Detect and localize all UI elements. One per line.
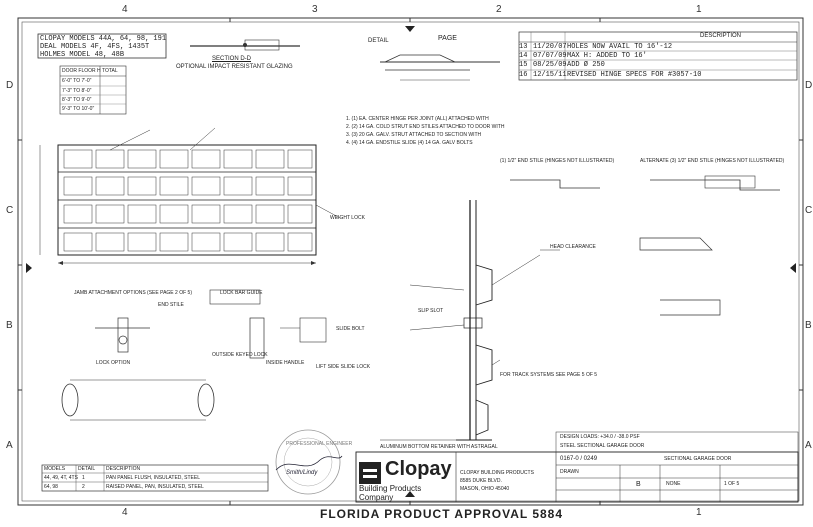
revision-number: 13	[519, 43, 528, 51]
revision-row: 13 11/20/07 HOLES NOW AVAIL TO 16'-12	[519, 43, 672, 51]
zone-label-right-b: B	[805, 320, 812, 331]
page-label: PAGE	[438, 35, 457, 42]
address-line: 8585 DUKE BLVD.	[460, 478, 502, 484]
callout-bottom-astragal: ALUMINUM BOTTOM RETAINER WITH ASTRAGAL	[380, 444, 498, 450]
door-table-row: 6'-0" TO 7'-0"	[62, 78, 92, 84]
drawing-title: SECTIONAL GARAGE DOOR	[664, 456, 732, 462]
note: 3. (3) 20 GA. GALV. STRUT ATTACHED TO SE…	[346, 132, 482, 138]
detail-label: DETAIL	[368, 38, 389, 44]
left-table-cell: PAN PANEL FLUSH, INSULATED, STEEL	[106, 475, 201, 481]
company-subtitle-2: Company	[359, 493, 394, 502]
footer-approval: FLORIDA PRODUCT APPROVAL 5884	[320, 507, 564, 521]
callout-track-note: FOR TRACK SYSTEMS SEE PAGE 5 OF 5	[500, 372, 598, 378]
revision-desc: HOLES NOW AVAIL TO 16'-12	[567, 43, 673, 51]
drawn-by: DRAWN	[560, 469, 579, 475]
callout-slide-lock: LIFT SIDE SLIDE LOCK	[316, 364, 371, 370]
zone-label-top-1: 1	[696, 4, 702, 15]
door-table-row: 8'-3" TO 9'-0"	[62, 97, 92, 103]
revision-date: 11/20/07	[533, 43, 567, 51]
left-table-cell: 44, 49, 4T, 4TS	[44, 475, 78, 481]
callout-end-stile: END STILE	[158, 302, 184, 308]
zone-label-right-d: D	[805, 80, 813, 91]
callout-inside-handle: INSIDE HANDLE	[266, 360, 305, 366]
left-table-header: DESCRIPTION	[106, 466, 141, 472]
zone-label-top-3: 3	[312, 4, 318, 15]
revision-desc: MAX H: ADDED TO 16'	[567, 52, 647, 60]
revision-number: 15	[519, 61, 528, 69]
revision-header: DESCRIPTION	[700, 33, 742, 39]
revision-desc: REVISED HINGE SPECS FOR #3057-10	[567, 71, 702, 79]
company-subtitle: Building Products	[359, 484, 422, 493]
callout-weight-lock: WEIGHT LOCK	[330, 215, 365, 221]
callout-head-clearance: HEAD CLEARANCE	[550, 244, 596, 250]
revision-letter: B	[636, 481, 641, 488]
callout-lock-option: LOCK OPTION	[96, 360, 131, 366]
notice-text: STEEL SECTIONAL GARAGE DOOR	[560, 443, 645, 449]
zone-label-side-d: D	[6, 80, 14, 91]
zone-label-top-2: 2	[496, 4, 502, 15]
callout-jamb-note: JAMB ATTACHMENT OPTIONS (SEE PAGE 2 OF 5…	[74, 290, 192, 296]
zone-label-side-c: C	[6, 205, 14, 216]
door-table-header-total: TOTAL	[102, 68, 118, 74]
door-table-row: 9'-3" TO 10'-0"	[62, 106, 95, 112]
note: 4. (4) 14 GA. ENDSTILE SLIDE (4) 14 GA. …	[346, 140, 473, 146]
callout-slip-slot: SLIP SLOT	[418, 308, 444, 314]
end-stile-label: (1) 1/2" END STILE (HINGES NOT ILLUSTRAT…	[500, 158, 615, 164]
left-table-header: MODELS	[44, 466, 66, 472]
door-table-header: DOOR FLOOR H	[62, 68, 101, 74]
left-table-cell: 1	[82, 475, 85, 481]
revision-number: 16	[519, 71, 528, 79]
models-line-2: DEAL MODELS 4F, 4FS, 1435T	[40, 43, 150, 51]
drawing-number: 0167-0 / 0249	[560, 456, 598, 462]
zone-label-bottom-4: 4	[122, 507, 128, 518]
revision-row: 15 08/25/09 ADD Ø 250	[519, 61, 605, 69]
zone-label-bottom-1: 1	[696, 507, 702, 518]
revision-date: 12/15/11	[533, 71, 567, 79]
zone-label-right-c: C	[805, 205, 813, 216]
left-table-header: DETAIL	[78, 466, 96, 472]
revision-number: 14	[519, 52, 528, 60]
callout-outside-keyed-lock: OUTSIDE KEYED LOCK	[212, 352, 268, 358]
revision-date: 08/25/09	[533, 61, 567, 69]
door-table-row: 7'-3" TO 8'-0"	[62, 88, 92, 94]
zone-label-side-b: B	[6, 320, 13, 331]
engineer-seal-text: PROFESSIONAL ENGINEER	[286, 441, 353, 447]
revision-date: 07/07/09	[533, 52, 567, 60]
zone-label-top-4: 4	[122, 4, 128, 15]
section-label: SECTION D-D	[212, 56, 251, 62]
left-table-cell: 2	[82, 484, 85, 490]
address-line: CLOPAY BUILDING PRODUCTS	[460, 470, 534, 476]
design-pressure: DESIGN LOADS: +34.0 / -38.0 PSF	[560, 434, 640, 440]
logo-mark-icon	[359, 462, 381, 484]
callout-slide-bolt: SLIDE BOLT	[336, 326, 365, 332]
glazing-label: OPTIONAL IMPACT RESISTANT GLAZING	[176, 64, 293, 70]
zone-label-side-a: A	[6, 440, 13, 451]
note: 1. (1) EA. CENTER HINGE PER JOINT (ALL) …	[346, 116, 489, 122]
company-name: Clopay	[385, 458, 452, 480]
callout-lock-bar: LOCK BAR GUIDE	[220, 290, 263, 296]
engineer-signature: Smith/Lindy	[286, 470, 318, 476]
zone-label-right-a: A	[805, 440, 812, 451]
models-line-3: HOLMES MODEL 48, 48B	[40, 51, 125, 59]
address-line: MASON, OHIO 45040	[460, 486, 510, 492]
revision-desc: ADD Ø 250	[567, 61, 605, 69]
revision-row: 16 12/15/11 REVISED HINGE SPECS FOR #305…	[519, 71, 701, 79]
alternate-label: ALTERNATE (3) 1/2" END STILE (HINGES NOT…	[640, 158, 785, 164]
note: 2. (2) 14 GA. COLD STRUT END STILES ATTA…	[346, 124, 505, 130]
scale: NONE	[666, 481, 681, 487]
company-logo: Clopay Building Products Company	[357, 458, 543, 502]
sheet-number: 1 OF 5	[724, 481, 740, 487]
revision-row: 14 07/07/09 MAX H: ADDED TO 16'	[519, 52, 647, 60]
left-table-cell: RAISED PANEL, PAN, INSULATED, STEEL	[106, 484, 204, 490]
left-table-cell: 64, 98	[44, 484, 58, 490]
models-line-1: CLOPAY MODELS 44A, 64, 98, 191	[40, 35, 167, 43]
